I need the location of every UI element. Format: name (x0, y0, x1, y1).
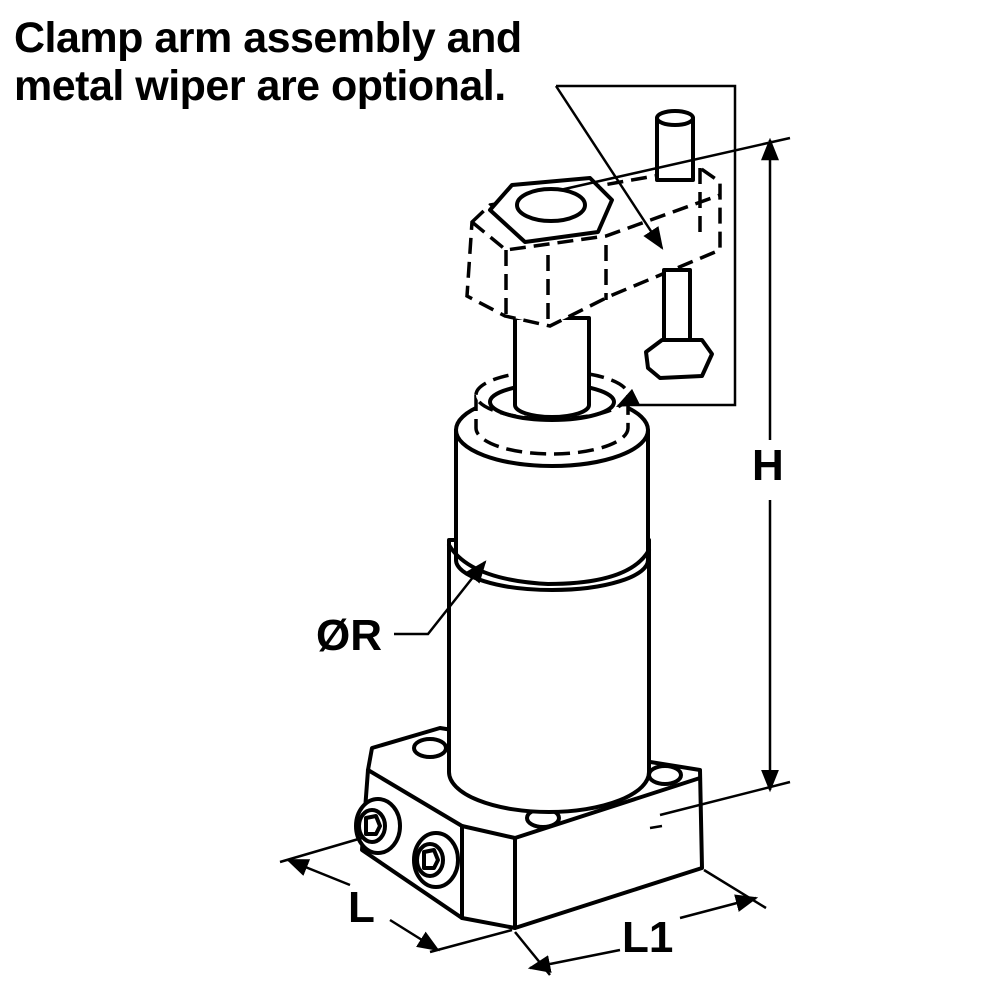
height-dimension: H (559, 136, 791, 817)
length1-dimension: L1 (514, 868, 767, 976)
diameter-dimension: ØR (316, 560, 487, 660)
mount-hole (412, 737, 448, 759)
note-line-1: Clamp arm assembly and (14, 14, 522, 62)
length1-label: L1 (622, 913, 673, 962)
length-label: L (348, 883, 375, 932)
port-plug-upper (354, 797, 402, 855)
port-plug-lower (412, 831, 460, 889)
piston-rod (513, 316, 591, 419)
clamp-arm-assembly (465, 109, 722, 380)
note-line-2: metal wiper are optional. (14, 62, 506, 110)
cylinder-body (447, 392, 651, 814)
diameter-label: ØR (316, 611, 382, 660)
height-label: H (752, 441, 784, 490)
note-callout (554, 84, 737, 408)
optional-parts-note: Clamp arm assembly and metal wiper are o… (14, 14, 522, 110)
length-dimension: L (279, 836, 513, 954)
